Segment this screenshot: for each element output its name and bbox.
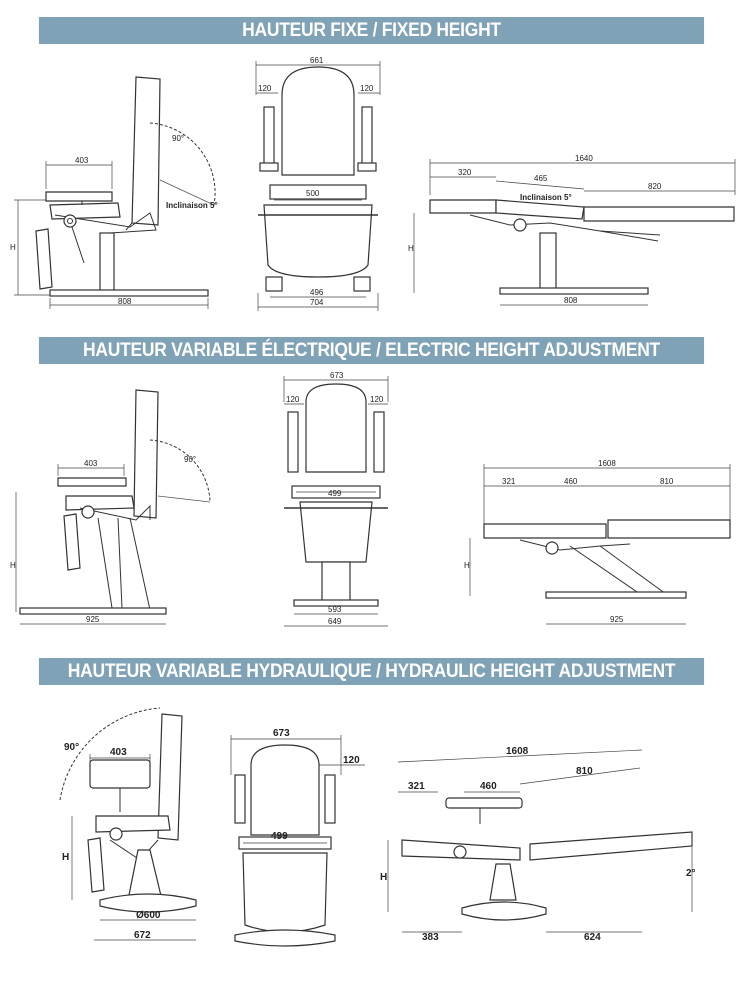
fixed-front-seat-dim: 500 (306, 189, 320, 198)
electric-front-right-dim: 120 (370, 395, 384, 404)
fixed-flat-head-dim: 320 (458, 168, 472, 177)
section-title-fixed-height: HAUTEUR FIXE / FIXED HEIGHT (38, 17, 705, 44)
hydraulic-flat-head-dim: 321 (408, 781, 425, 792)
fixed-front-view-drawing: 661 120 120 500 496 704 (255, 56, 381, 311)
electric-front-left-dim: 120 (286, 395, 300, 404)
fixed-flat-height-label: H (408, 244, 414, 253)
electric-side-angle-label: 90° (184, 455, 196, 464)
hydraulic-side-angle-label: 90° (64, 742, 79, 753)
electric-side-height-label: H (10, 561, 16, 570)
fixed-side-armrest-dim: 403 (75, 156, 89, 165)
hydraulic-flat-foot-dim: 810 (576, 766, 593, 777)
fixed-side-incline-label: Inclinaison 5° (166, 201, 218, 210)
hydraulic-flat-tilt-label: 2° (686, 868, 696, 879)
fixed-front-base-outer-dim: 704 (310, 298, 324, 307)
electric-flat-head-dim: 321 (502, 477, 516, 486)
hydraulic-flat-total-dim: 1608 (506, 746, 529, 757)
hydraulic-flat-right-dim: 624 (584, 932, 601, 943)
hydraulic-flat-height-label: H (380, 872, 387, 883)
fixed-side-angle-label: 90° (172, 134, 184, 143)
fixed-side-base-dim: 808 (118, 297, 132, 306)
electric-flat-view-drawing: 1608 321 460 810 H 925 (464, 459, 731, 625)
electric-side-base-dim: 925 (86, 615, 100, 624)
fixed-flat-total-dim: 1640 (575, 154, 593, 163)
electric-front-base-outer-dim: 649 (328, 617, 342, 626)
fixed-front-right-dim: 120 (360, 84, 374, 93)
fixed-flat-incline-label: Inclinaison 5° (520, 193, 572, 202)
hydraulic-front-total-dim: 673 (273, 728, 290, 739)
electric-front-view-drawing: 673 120 120 499 593 649 (283, 371, 389, 627)
electric-flat-height-label: H (464, 561, 470, 570)
electric-flat-total-dim: 1608 (598, 459, 616, 468)
hydraulic-side-base-dim: 672 (134, 930, 151, 941)
fixed-front-base-inner-dim: 496 (310, 288, 324, 297)
hydraulic-side-armrest-dim: 403 (110, 747, 127, 758)
electric-front-base-inner-dim: 593 (328, 605, 342, 614)
fixed-front-total-dim: 661 (310, 56, 324, 65)
electric-flat-base-dim: 925 (610, 615, 624, 624)
hydraulic-front-seat-dim: 499 (271, 831, 288, 842)
hydraulic-side-view-drawing: 90° 403 H Ø600 672 (59, 707, 197, 941)
electric-flat-foot-dim: 810 (660, 477, 674, 486)
electric-front-total-dim: 673 (330, 371, 344, 380)
electric-flat-mid-dim: 460 (564, 477, 578, 486)
hydraulic-flat-mid-dim: 460 (480, 781, 497, 792)
hydraulic-side-height-label: H (62, 852, 69, 863)
section-title-electric-height: HAUTEUR VARIABLE ÉLECTRIQUE / ELECTRIC H… (38, 337, 705, 364)
fixed-side-height-label: H (10, 243, 16, 252)
electric-side-armrest-dim: 403 (84, 459, 98, 468)
electric-side-view-drawing: 90° 403 H 925 (10, 389, 211, 625)
electric-front-seat-dim: 499 (328, 489, 342, 498)
hydraulic-side-diameter-dim: Ø600 (136, 910, 161, 921)
hydraulic-front-view-drawing: 673 120 499 (230, 728, 365, 947)
fixed-flat-base-dim: 808 (564, 296, 578, 305)
fixed-flat-view-drawing: 1640 320 465 820 Inclinaison 5° H 808 (408, 154, 736, 306)
hydraulic-front-right-dim: 120 (343, 755, 360, 766)
fixed-front-left-dim: 120 (258, 84, 272, 93)
section-title-hydraulic-height: HAUTEUR VARIABLE HYDRAULIQUE / HYDRAULIC… (38, 658, 705, 685)
hydraulic-flat-view-drawing: 1608 321 460 810 H 2° 383 624 (380, 746, 696, 943)
fixed-side-view-drawing: 403 90° Inclinaison 5° H 808 (10, 76, 218, 309)
fixed-flat-mid-dim: 465 (534, 174, 548, 183)
hydraulic-flat-left-dim: 383 (422, 932, 439, 943)
fixed-flat-foot-dim: 820 (648, 182, 662, 191)
